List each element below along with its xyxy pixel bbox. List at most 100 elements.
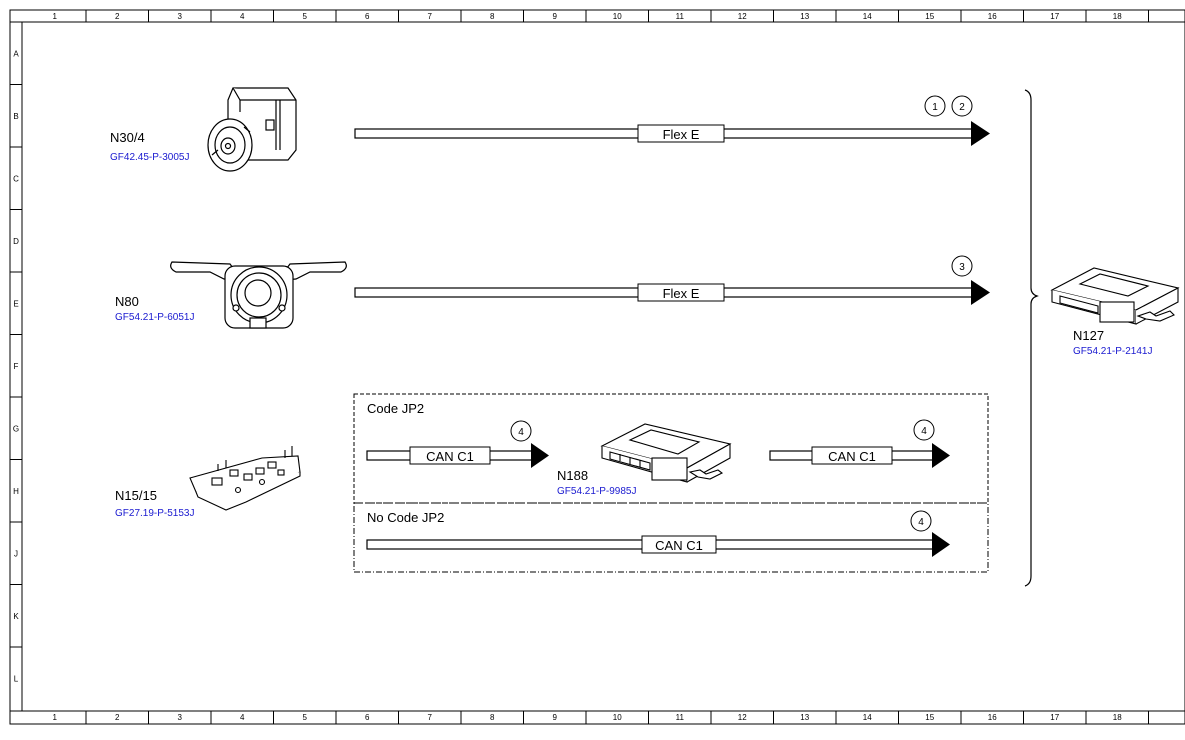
component-id-label: N127 [1073,328,1104,343]
arrowhead-icon [531,443,549,468]
svg-text:3: 3 [959,262,965,273]
component-ref-link[interactable]: GF42.45-P-3005J [110,152,190,163]
svg-text:1: 1 [932,102,938,113]
row-letter: C [13,174,19,183]
column-number: 7 [428,713,433,722]
column-number: 16 [988,713,997,722]
column-number: 4 [240,713,245,722]
component-n80[interactable]: N80 GF54.21-P-6051J [115,261,347,329]
column-number: 11 [676,713,685,722]
column-number: 5 [303,713,308,722]
component-n188[interactable]: N188 GF54.21-P-9985J [557,423,732,497]
bus-label: CAN C1 [828,449,876,464]
column-number: 1 [53,12,58,21]
control-unit-icon [1050,267,1180,325]
connection-marker-1[interactable]: 1 [924,95,946,117]
component-id-label: N188 [557,468,588,483]
column-number: 14 [863,12,872,21]
component-n30-4[interactable]: N30/4 GF42.45-P-3005J [110,87,297,172]
column-number: 14 [863,713,872,722]
column-number: 13 [800,12,809,21]
component-n127[interactable]: N127 GF54.21-P-2141J [1050,267,1180,357]
arrowhead-icon [932,443,950,468]
row-letter: L [14,674,19,683]
svg-text:4: 4 [921,426,927,437]
bus-can-c1-no-jp2[interactable]: CAN C1 4 [366,510,950,557]
row-letter: E [13,299,18,308]
region-no-code-jp2: No Code JP2 [353,502,989,573]
svg-text:2: 2 [959,102,965,113]
column-number: 7 [428,12,433,21]
bus-can-c1-jp2-left[interactable]: CAN C1 4 [366,420,549,468]
svg-text:4: 4 [518,427,524,438]
column-number: 3 [178,12,183,21]
component-n15-15[interactable]: N15/15 GF27.19-P-5153J [115,446,301,519]
connection-marker-4[interactable]: 4 [510,420,532,442]
component-id-label: N80 [115,294,139,309]
bus-label: Flex E [663,127,700,142]
row-letter: B [13,112,18,121]
ignition-switch-icon [207,87,297,172]
row-ruler-left: A B C D E F G H J K L [10,49,22,683]
bus-label: Flex E [663,286,700,301]
column-number: 9 [553,713,558,722]
bus-can-c1-jp2-right[interactable]: CAN C1 4 [769,419,950,468]
svg-text:4: 4 [918,517,924,528]
bus-label: CAN C1 [655,538,703,553]
arrowhead-icon [971,280,990,305]
component-id-label: N15/15 [115,488,157,503]
arrowhead-icon [932,532,950,557]
connection-marker-4[interactable]: 4 [910,510,932,532]
region-label: No Code JP2 [367,510,444,525]
column-number: 3 [178,713,183,722]
bus-flex-e-middle[interactable]: Flex E 3 [354,255,990,305]
column-number: 2 [115,12,120,21]
steering-column-module-icon [170,261,347,329]
row-letter: D [13,237,19,246]
column-number: 11 [676,12,685,21]
column-number: 10 [613,713,622,722]
control-unit-icon [600,423,732,483]
bus-flex-e-top[interactable]: Flex E 1 2 [354,95,990,146]
column-number: 9 [553,12,558,21]
component-ref-link[interactable]: GF54.21-P-9985J [557,486,637,497]
frame [9,9,1185,725]
component-id-label: N30/4 [110,130,145,145]
row-letter: G [13,424,19,433]
row-letter: A [13,49,19,58]
component-ref-link[interactable]: GF27.19-P-5153J [115,508,195,519]
grouping-brace [1024,89,1039,587]
column-number: 15 [925,713,934,722]
connection-marker-2[interactable]: 2 [951,95,973,117]
component-ref-link[interactable]: GF54.21-P-6051J [115,312,195,323]
column-number: 8 [490,713,495,722]
column-number: 16 [988,12,997,21]
row-letter: F [14,362,19,371]
column-number: 8 [490,12,495,21]
connection-marker-4[interactable]: 4 [913,419,935,441]
column-number: 5 [303,12,308,21]
column-number: 6 [365,12,370,21]
column-number: 2 [115,713,120,722]
column-number: 15 [925,12,934,21]
row-letter: H [13,487,19,496]
component-ref-link[interactable]: GF54.21-P-2141J [1073,346,1153,357]
column-number: 12 [738,713,747,722]
row-letter: K [13,612,19,621]
column-number: 17 [1050,12,1059,21]
column-number: 12 [738,12,747,21]
circuit-board-icon [189,446,301,511]
column-number: 10 [613,12,622,21]
column-number: 13 [800,713,809,722]
region-label: Code JP2 [367,401,424,416]
column-number: 6 [365,713,370,722]
column-number: 17 [1050,713,1059,722]
arrowhead-icon [971,121,990,146]
row-letter: J [14,549,18,558]
connection-marker-3[interactable]: 3 [951,255,973,277]
column-number: 18 [1113,12,1122,21]
